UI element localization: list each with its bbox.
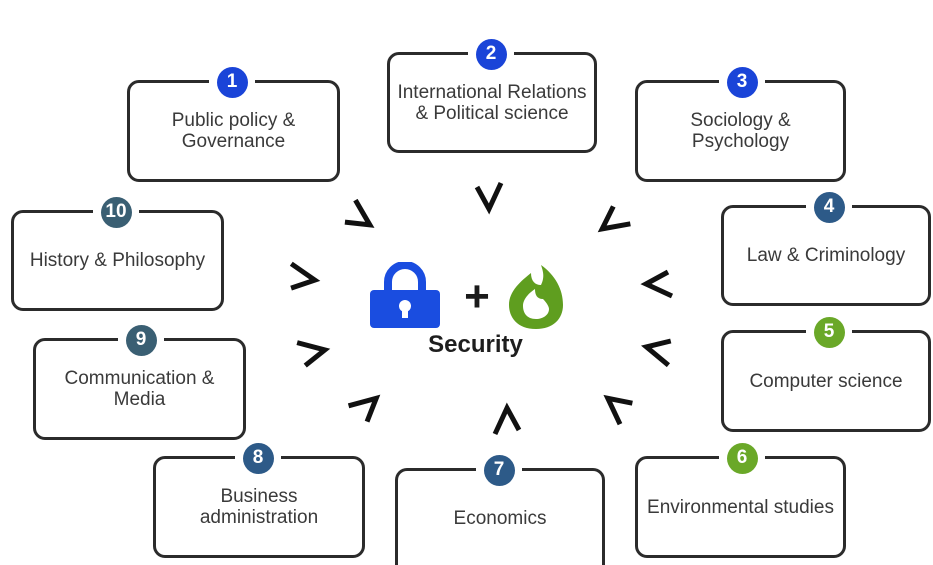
number-2: 2 bbox=[475, 38, 507, 70]
discipline-badge-3: 3 bbox=[719, 66, 765, 98]
number-8: 8 bbox=[242, 442, 274, 474]
number-5: 5 bbox=[813, 316, 845, 348]
discipline-badge-1: 1 bbox=[209, 66, 255, 98]
number-10: 10 bbox=[100, 196, 132, 228]
arrow-from-4 bbox=[638, 264, 678, 304]
discipline-label-8: Business administration bbox=[199, 486, 319, 528]
discipline-label-4: Law & Criminology bbox=[746, 245, 906, 266]
discipline-badge-2: 2 bbox=[468, 38, 514, 70]
lock-icon bbox=[366, 261, 444, 330]
discipline-label-6: Environmental studies bbox=[647, 496, 834, 518]
arrow-from-9 bbox=[293, 332, 333, 372]
number-4: 4 bbox=[813, 191, 845, 223]
discipline-label-2: International Relations & Political scie… bbox=[397, 81, 587, 124]
number-7: 7 bbox=[483, 454, 515, 486]
arrow-from-1 bbox=[340, 198, 380, 238]
flame-icon bbox=[505, 263, 567, 331]
discipline-label-7: Economics bbox=[453, 507, 547, 529]
center-title: Security bbox=[428, 331, 523, 358]
discipline-badge-5: 5 bbox=[806, 316, 852, 348]
number-9: 9 bbox=[125, 324, 157, 356]
arrow-from-5 bbox=[638, 330, 678, 370]
discipline-label-9: Communication & Media bbox=[64, 368, 215, 410]
number-1: 1 bbox=[216, 66, 248, 98]
arrow-from-3 bbox=[592, 202, 632, 242]
plus-sign: + bbox=[464, 272, 490, 321]
discipline-label-1: Public policy & Governance bbox=[171, 110, 296, 152]
discipline-badge-10: 10 bbox=[93, 196, 139, 228]
arrow-from-7 bbox=[487, 400, 527, 440]
number-3: 3 bbox=[726, 66, 758, 98]
arrow-from-6 bbox=[597, 386, 637, 426]
discipline-label-5: Computer science bbox=[749, 370, 903, 392]
arrow-from-2 bbox=[469, 177, 509, 217]
discipline-badge-4: 4 bbox=[806, 191, 852, 223]
arrow-from-10 bbox=[283, 258, 323, 298]
number-6: 6 bbox=[726, 442, 758, 474]
discipline-badge-7: 7 bbox=[476, 454, 522, 486]
discipline-badge-9: 9 bbox=[118, 324, 164, 356]
discipline-label-3: Sociology & Psychology bbox=[690, 110, 791, 152]
discipline-badge-8: 8 bbox=[235, 442, 281, 474]
discipline-badge-6: 6 bbox=[719, 442, 765, 474]
arrow-from-8 bbox=[347, 386, 387, 426]
discipline-label-10: History & Philosophy bbox=[29, 250, 206, 271]
